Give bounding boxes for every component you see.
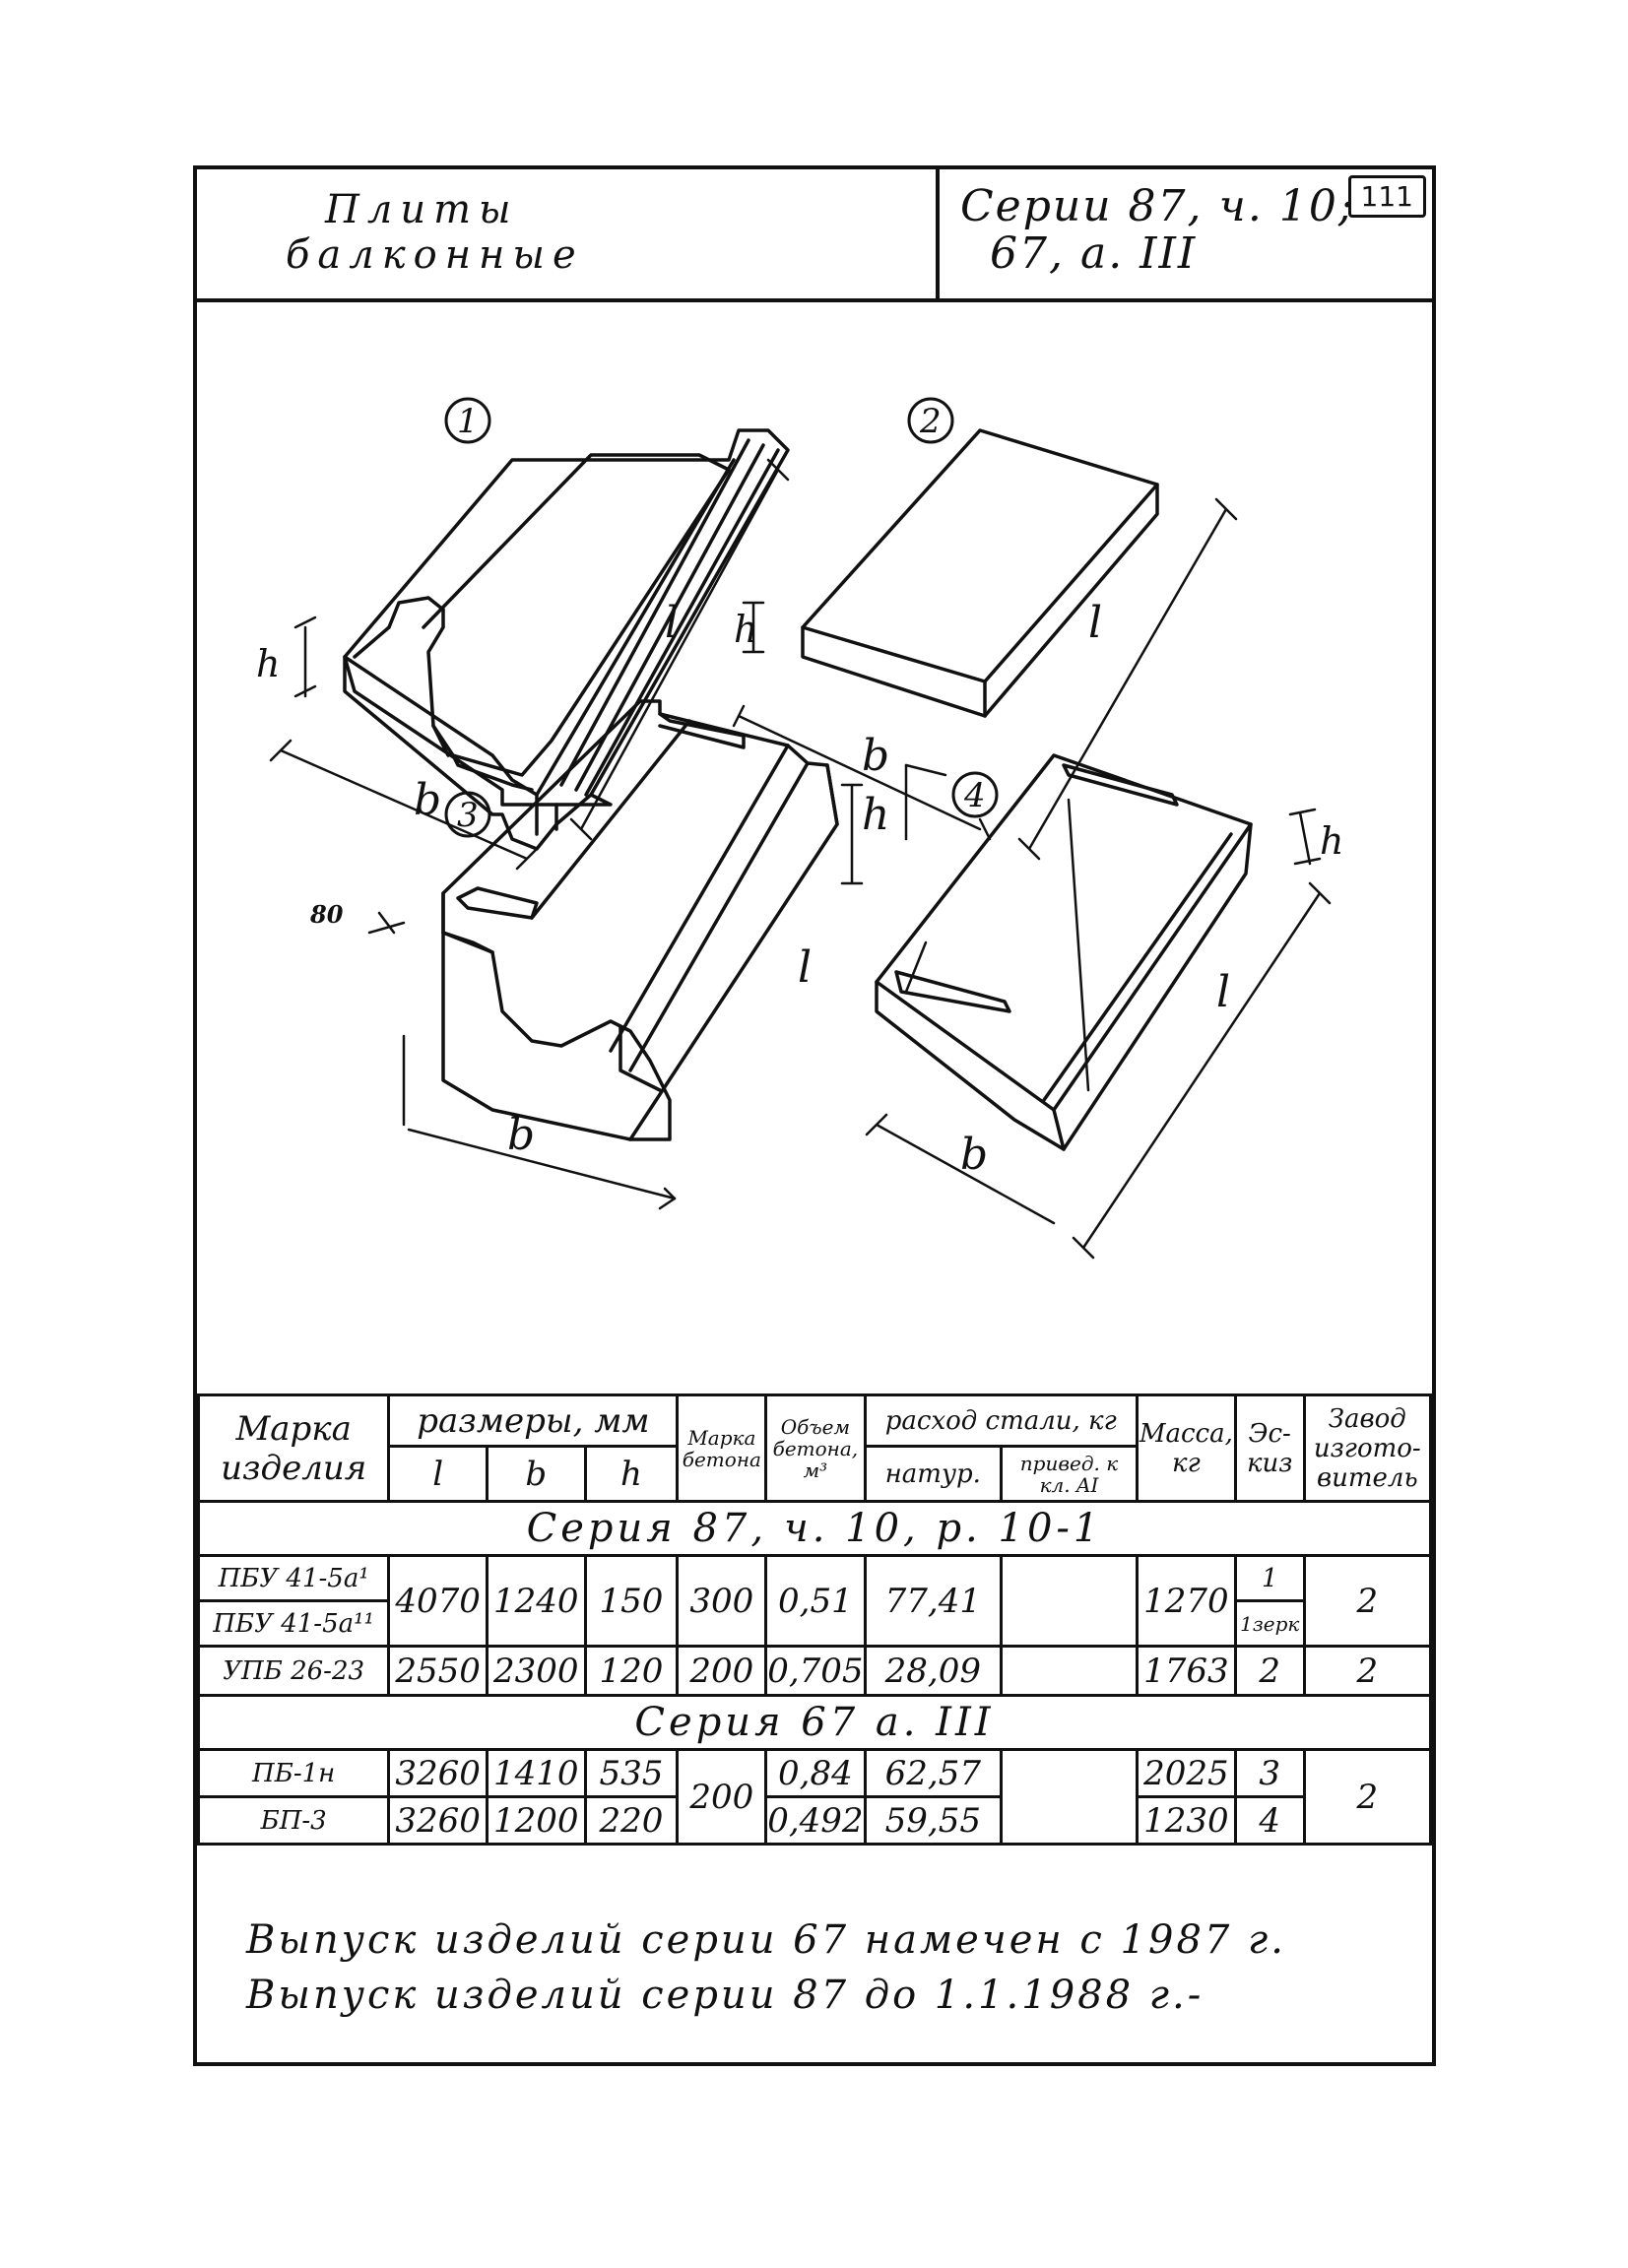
- cell-steel: 77,41: [863, 1554, 1004, 1648]
- cell-volume: 0,51: [764, 1554, 867, 1648]
- dim-b-4: b: [960, 1130, 988, 1180]
- dim-l-1: l: [665, 598, 679, 648]
- series-reference: Серии 87, ч. 10; 67, а. III: [960, 183, 1355, 278]
- cell-mass: 1763: [1135, 1645, 1237, 1697]
- cell-mass: 1270: [1135, 1554, 1237, 1648]
- cell-mark: УПБ 26-23: [196, 1645, 391, 1697]
- header-sketch: Эс-киз: [1233, 1393, 1306, 1503]
- cell-steel: 59,55: [863, 1795, 1004, 1846]
- cell-h: 150: [583, 1554, 680, 1648]
- sheet-title: Плиты балконные: [286, 187, 584, 278]
- dim-80: 80: [309, 900, 344, 929]
- cell-volume: 0,705: [764, 1645, 867, 1697]
- series-row-67: Серия 67 а. III: [197, 1694, 1432, 1751]
- title-line-2: балконные: [286, 232, 584, 278]
- cell-plant: 2: [1302, 1748, 1433, 1846]
- dimension-lines: [269, 458, 1332, 1260]
- cell-b: 1410: [485, 1748, 587, 1798]
- header-b: b: [485, 1445, 587, 1503]
- cell-l: 4070: [387, 1554, 488, 1648]
- note-line: Выпуск изделий серии 87 до 1.1.1988 г.-: [246, 1973, 1205, 2018]
- cell-steel: 62,57: [863, 1748, 1004, 1798]
- cell-sketch: 1: [1233, 1554, 1306, 1602]
- series-row-87: Серия 87, ч. 10, р. 10-1: [197, 1500, 1432, 1557]
- dim-l-2: l: [1088, 598, 1102, 648]
- dim-h-4: h: [1320, 819, 1343, 863]
- drawing-sheet: Плиты балконные Серии 87, ч. 10; 67, а. …: [193, 165, 1436, 2066]
- cell-mass: 2025: [1135, 1748, 1237, 1798]
- series-line-2: 67, а. III: [990, 228, 1198, 279]
- cell-grade: 200: [676, 1645, 768, 1697]
- title-line-1: Плиты: [325, 187, 519, 232]
- cell-mark: БП-3: [196, 1795, 391, 1846]
- slab-sketch-4: [875, 753, 1253, 1151]
- header-concrete-volume: Объем бетона, м³: [764, 1393, 867, 1503]
- cell-volume: 0,84: [764, 1748, 867, 1798]
- header-l: l: [387, 1445, 488, 1503]
- cell-sketch: 1зерк: [1233, 1599, 1306, 1648]
- header-steel: расход стали, кг: [863, 1393, 1139, 1448]
- cell-l: 3260: [387, 1795, 488, 1846]
- header-concrete-grade: Марка бетона: [676, 1393, 768, 1503]
- page-number: 111: [1347, 175, 1426, 218]
- cell-grade: 200: [676, 1748, 768, 1846]
- cell-mass: 1230: [1135, 1795, 1237, 1846]
- cell-sketch: 2: [1233, 1645, 1306, 1697]
- cell-b: 2300: [485, 1645, 587, 1697]
- sketch-marker-1: 1: [457, 402, 479, 441]
- header-plant: Завод изгото-витель: [1302, 1393, 1433, 1503]
- cell-volume: 0,492: [764, 1795, 867, 1846]
- dim-b-3: b: [507, 1110, 535, 1160]
- cell-h: 535: [583, 1748, 680, 1798]
- sketch-marker-3: 3: [457, 796, 479, 835]
- series-line-1: Серии 87, ч. 10;: [960, 181, 1355, 231]
- cell-reduced: [1000, 1554, 1139, 1648]
- slab-sketch-3: [441, 699, 839, 1141]
- cell-h: 120: [583, 1645, 680, 1697]
- cell-reduced: [1000, 1748, 1139, 1846]
- header-h: h: [583, 1445, 680, 1503]
- header-steel-reduced: привед. к кл. AI: [1000, 1445, 1139, 1503]
- title-block: Плиты балконные Серии 87, ч. 10; 67, а. …: [197, 169, 1432, 302]
- cell-sketch: 4: [1233, 1795, 1306, 1846]
- slab-sketch-1: [343, 428, 790, 851]
- dim-l-4: l: [1216, 967, 1230, 1017]
- cell-plant: 2: [1302, 1554, 1433, 1648]
- cell-h: 220: [583, 1795, 680, 1846]
- dim-b-2: b: [862, 731, 889, 781]
- dim-h-3: h: [862, 790, 889, 840]
- cell-reduced: [1000, 1645, 1139, 1697]
- dim-b-1: b: [414, 775, 441, 825]
- cell-steel: 28,09: [863, 1645, 1004, 1697]
- notes: Выпуск изделий серии 67 намечен с 1987 г…: [246, 1912, 1286, 2023]
- dim-l-3: l: [798, 942, 812, 993]
- cell-sketch: 3: [1233, 1748, 1306, 1798]
- slab-drawings: 1 2 3 4 h b l h b l h 80 b l h b l: [256, 397, 1343, 1260]
- cell-mark: ПБУ 41-5а¹¹: [196, 1599, 391, 1648]
- title-divider: [936, 169, 940, 298]
- cell-plant: 2: [1302, 1645, 1433, 1697]
- cell-b: 1240: [485, 1554, 587, 1648]
- header-mass: Масса, кг: [1135, 1393, 1237, 1503]
- slab-sketch-2: [801, 428, 1159, 718]
- cell-grade: 300: [676, 1554, 768, 1648]
- dim-h-1: h: [256, 642, 280, 685]
- dim-h-2: h: [734, 608, 757, 651]
- header-dimensions: размеры, мм: [387, 1393, 680, 1448]
- cell-l: 3260: [387, 1748, 488, 1798]
- note-line: Выпуск изделий серии 67 намечен с 1987 г…: [246, 1917, 1286, 1963]
- cell-mark: ПБ-1н: [196, 1748, 391, 1798]
- sketch-marker-2: 2: [919, 402, 942, 441]
- cell-mark: ПБУ 41-5а¹: [196, 1554, 391, 1602]
- specification-table: Марка изделия размеры, мм Марка бетона О…: [196, 1393, 1433, 1846]
- cell-l: 2550: [387, 1645, 488, 1697]
- cell-b: 1200: [485, 1795, 587, 1846]
- header-steel-natural: натур.: [863, 1445, 1004, 1503]
- header-mark: Марка изделия: [196, 1393, 391, 1503]
- sketch-marker-4: 4: [963, 776, 986, 815]
